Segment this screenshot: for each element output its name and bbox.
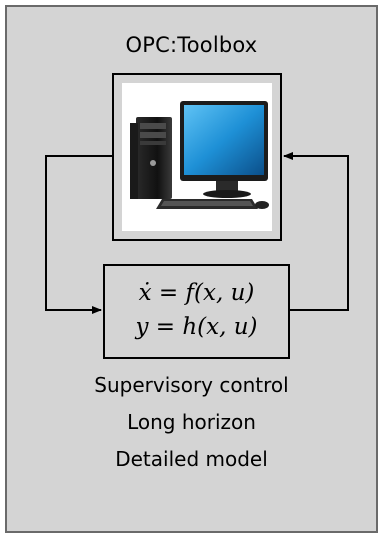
left-feedback-line xyxy=(45,155,112,314)
right-feedback-line xyxy=(283,152,349,311)
state-equation: ẋ = f(x, u) xyxy=(138,280,255,306)
caption-line-1: Supervisory control xyxy=(94,373,289,397)
model-box: ẋ = f(x, u) y = h(x, u) xyxy=(103,264,290,359)
tower-icon xyxy=(130,117,172,199)
caption-line-3: Detailed model xyxy=(115,447,268,471)
computer-illustration xyxy=(130,101,269,209)
caption-line-2: Long horizon xyxy=(127,410,256,434)
mouse-icon xyxy=(255,201,269,209)
computer-box xyxy=(112,73,282,241)
desktop-computer-icon xyxy=(122,83,272,231)
output-equation: y = h(x, u) xyxy=(135,314,258,340)
monitor-icon xyxy=(180,101,268,198)
keyboard-icon xyxy=(156,199,258,209)
diagram-title: OPC:Toolbox xyxy=(125,33,258,57)
